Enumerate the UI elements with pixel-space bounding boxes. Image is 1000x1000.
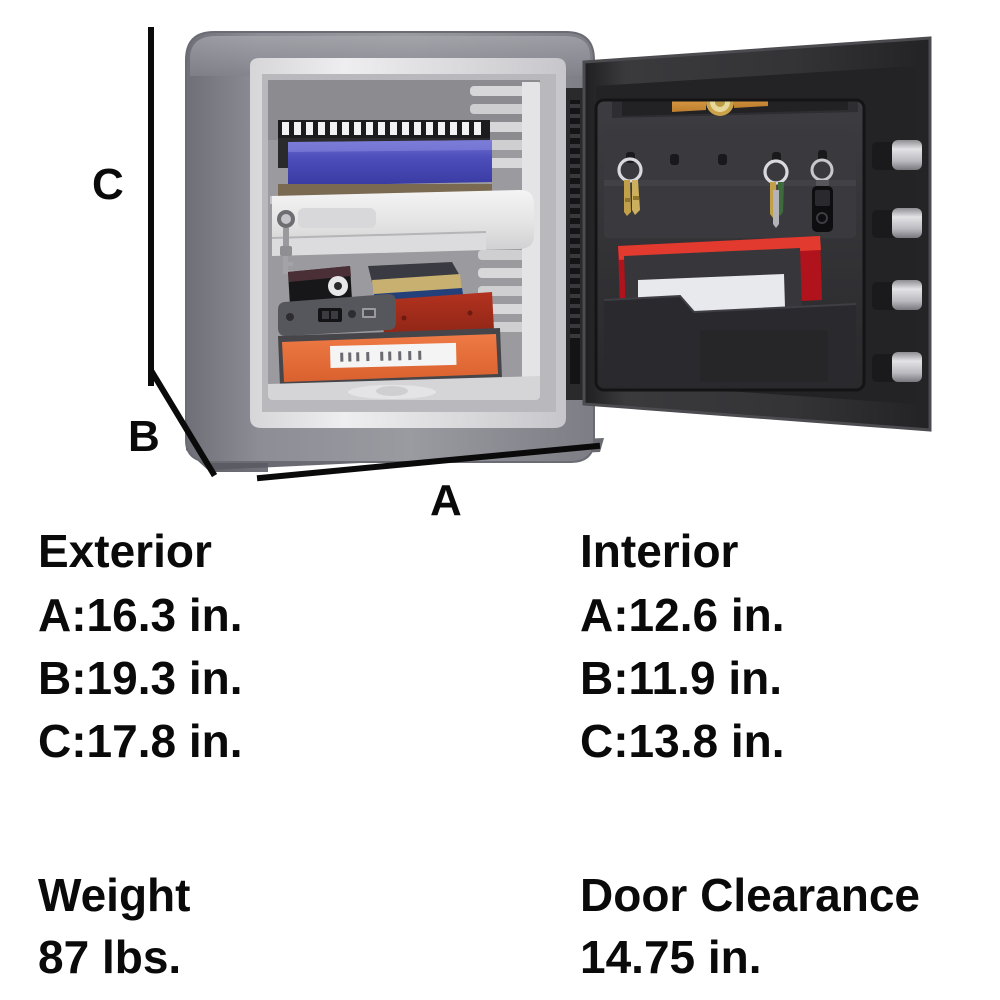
interior-key-b: B:	[580, 652, 629, 704]
exterior-value-a: 16.3 in.	[86, 589, 243, 641]
safe-interior-contents	[268, 80, 540, 400]
safe-door	[582, 36, 932, 432]
weight-value: 87 lbs.	[38, 931, 182, 983]
interior-value-b: 11.9 in.	[628, 652, 782, 704]
interior-dimension-c: C:13.8 in.	[580, 718, 1000, 781]
door-clearance-label: Door Clearance	[580, 869, 921, 921]
interior-dimension-b: B:11.9 in.	[580, 655, 1000, 718]
specifications-block: Exterior A:16.3 in. B:19.3 in. C:17.8 in…	[0, 512, 1000, 1000]
exterior-key-c: C:	[38, 715, 87, 767]
product-illustration	[147, 27, 932, 482]
weight-label: Weight	[38, 869, 191, 921]
document-pocket	[603, 236, 857, 386]
dimension-line-b	[147, 367, 218, 478]
interior-key-a: A:	[580, 589, 629, 641]
dimension-line-a	[256, 442, 601, 482]
exterior-dimension-list: A:16.3 in. B:19.3 in. C:17.8 in.	[38, 592, 538, 781]
weight-group: Weight 87 lbs.	[38, 872, 538, 980]
exterior-value-b: 19.3 in.	[86, 652, 243, 704]
interior-dimension-a: A:12.6 in.	[580, 592, 1000, 655]
dimension-label-c: C	[92, 160, 124, 209]
brass-keys-hook-4	[763, 159, 789, 228]
door-hinge	[566, 88, 584, 400]
exterior-key-a: A:	[38, 589, 87, 641]
interior-heading: Interior	[580, 525, 739, 577]
exterior-dimension-a: A:16.3 in.	[38, 592, 538, 655]
interior-value-c: 13.8 in.	[628, 715, 785, 767]
exterior-key-b: B:	[38, 652, 87, 704]
exterior-heading: Exterior	[38, 525, 212, 577]
dimension-label-a: A	[430, 476, 462, 525]
exterior-dimension-b: B:19.3 in.	[38, 655, 538, 718]
door-clearance-group: Door Clearance 14.75 in.	[580, 872, 1000, 980]
interior-dimension-list: A:12.6 in. B:11.9 in. C:13.8 in.	[580, 592, 1000, 781]
brass-keys-hook-1	[617, 157, 643, 216]
black-key-fob	[810, 158, 834, 232]
door-clearance-value: 14.75 in.	[580, 931, 762, 983]
dimension-label-b: B	[128, 412, 160, 461]
lower-shelf-items	[278, 262, 494, 338]
interior-key-c: C:	[580, 715, 629, 767]
dimension-lines	[147, 27, 601, 482]
exterior-value-c: 17.8 in.	[86, 715, 243, 767]
orange-binder	[278, 328, 502, 386]
locking-drawer	[271, 190, 534, 274]
exterior-dimension-c: C:17.8 in.	[38, 718, 538, 781]
interior-value-a: 12.6 in.	[628, 589, 785, 641]
blue-binder	[288, 140, 492, 186]
door-bolts	[872, 140, 922, 382]
gold-watch	[672, 100, 768, 116]
